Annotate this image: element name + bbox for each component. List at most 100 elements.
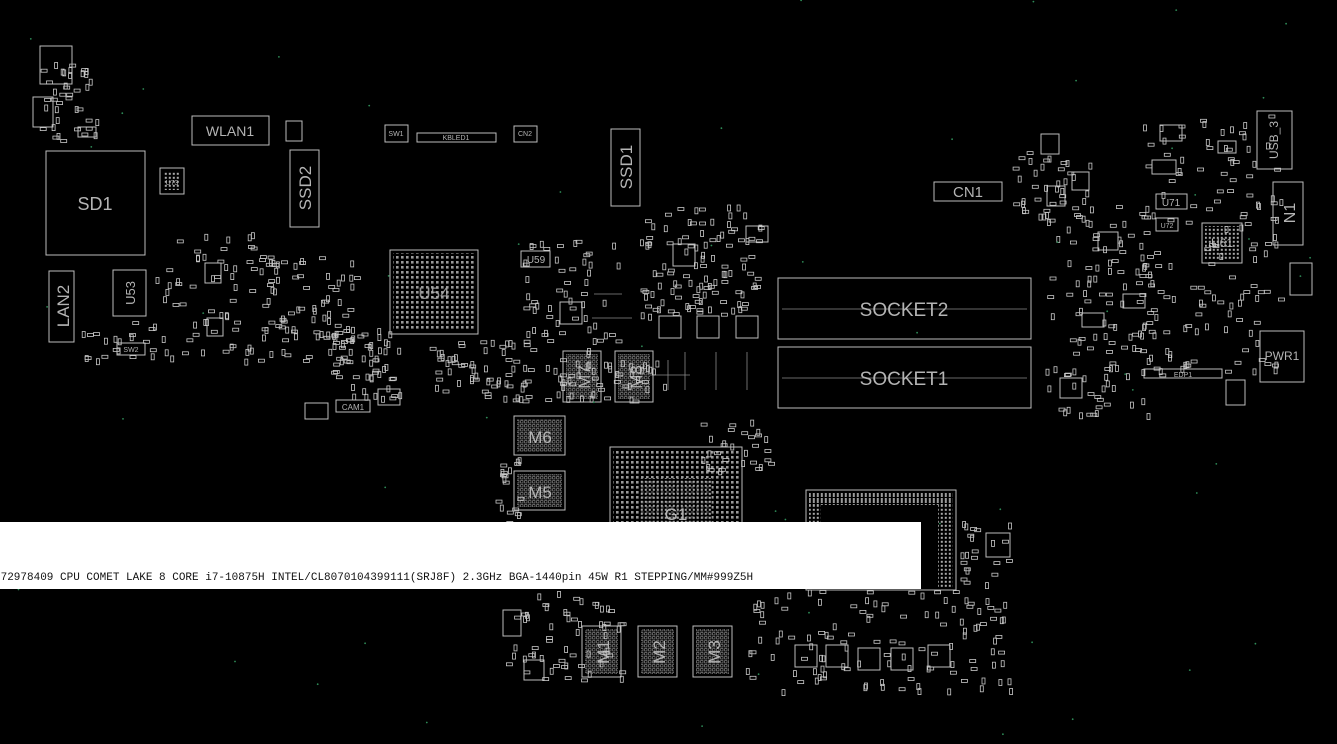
- small-part[interactable]: [1159, 124, 1183, 142]
- connector-part[interactable]: [285, 120, 303, 142]
- u71-part[interactable]: U71: [1155, 193, 1188, 210]
- passive-part: [1076, 215, 1083, 220]
- passive-part: [740, 306, 748, 311]
- kbled1-part[interactable]: KBLED1: [416, 132, 497, 143]
- m8-part[interactable]: M8: [614, 350, 654, 403]
- m3-part[interactable]: M3: [692, 625, 733, 678]
- u72-part[interactable]: U72: [1155, 217, 1179, 232]
- passive-part: [609, 333, 616, 337]
- passive-part: [1143, 262, 1148, 270]
- passive-part: [632, 399, 640, 404]
- small-part[interactable]: [377, 388, 401, 406]
- passive-part: [1108, 267, 1112, 275]
- m5-part[interactable]: M5: [513, 470, 566, 511]
- cam1-label: CAM1: [342, 403, 365, 412]
- passive-part: [926, 665, 931, 673]
- cn2-part[interactable]: CN2: [513, 125, 538, 143]
- passive-part: [1240, 293, 1245, 301]
- u59-part[interactable]: U59: [520, 250, 551, 268]
- passive-part: [1136, 299, 1144, 304]
- small-ic-part[interactable]: [696, 315, 720, 339]
- cn1-part[interactable]: CN1: [933, 181, 1003, 202]
- passive-part: [1093, 233, 1100, 238]
- passive-part: [1167, 218, 1175, 223]
- edp1-part[interactable]: EDP1: [1143, 368, 1223, 379]
- cam1-part[interactable]: CAM1: [335, 399, 371, 413]
- via-dot: [1309, 256, 1311, 259]
- passive-part: [1034, 197, 1042, 202]
- lan2-part[interactable]: LAN2: [48, 270, 75, 343]
- passive-part: [1099, 292, 1106, 297]
- u54-part[interactable]: U54: [389, 249, 479, 335]
- m6-part[interactable]: M6: [513, 415, 566, 456]
- sd1-part[interactable]: SD1: [45, 150, 146, 256]
- ssd2-part[interactable]: SSD2: [289, 149, 320, 228]
- u53-part[interactable]: U53: [112, 269, 147, 317]
- sw1-part[interactable]: SW1: [384, 124, 409, 143]
- m6-label: M6: [528, 428, 552, 447]
- corner-part[interactable]: [39, 45, 73, 85]
- passive-part: [1002, 539, 1009, 544]
- passive-part: [881, 605, 886, 613]
- passive-part: [208, 309, 215, 314]
- pwr1-part[interactable]: PWR1: [1259, 330, 1305, 383]
- passive-part: [525, 394, 533, 399]
- small-part[interactable]: [1151, 159, 1177, 175]
- small-part[interactable]: [1040, 133, 1060, 155]
- small-ic-part[interactable]: [206, 317, 224, 337]
- small-part[interactable]: [1217, 140, 1237, 154]
- passive-part: [348, 348, 353, 356]
- passive-part: [1244, 222, 1252, 227]
- small-part[interactable]: [304, 402, 329, 420]
- small-ic-part[interactable]: [32, 96, 54, 128]
- passive-part: [561, 665, 568, 669]
- g1-part[interactable]: G1: [609, 446, 743, 528]
- passive-part: [1177, 167, 1182, 175]
- m2-part[interactable]: M2: [637, 625, 678, 678]
- u61-part[interactable]: U61: [1201, 222, 1243, 264]
- passive-part: [950, 661, 955, 668]
- ssd1-part[interactable]: SSD1: [610, 128, 641, 207]
- wlan1-part[interactable]: WLAN1: [191, 115, 270, 146]
- small-part[interactable]: [1071, 171, 1090, 191]
- small-ic-part[interactable]: [1081, 312, 1105, 328]
- usb3-part[interactable]: USB_3: [1256, 110, 1293, 170]
- socket2-part[interactable]: SOCKET2: [777, 277, 1032, 340]
- passive-part: [1155, 264, 1163, 269]
- m1-part[interactable]: M1: [581, 625, 622, 678]
- small-part[interactable]: [1225, 379, 1246, 406]
- passive-part: [332, 287, 340, 292]
- small-ic-part[interactable]: [204, 262, 222, 284]
- passive-part: [381, 395, 385, 403]
- passive-part: [337, 299, 342, 307]
- passive-part: [549, 667, 554, 675]
- small-ic-part[interactable]: [745, 225, 769, 243]
- passive-part: [112, 347, 120, 352]
- small-ic-part[interactable]: [559, 301, 583, 325]
- small-ic-part[interactable]: [735, 315, 759, 339]
- n1-part[interactable]: N1: [1272, 181, 1304, 246]
- small-ic-part[interactable]: [672, 243, 696, 267]
- passive-part: [339, 358, 344, 366]
- passive-part: [298, 306, 306, 311]
- passive-part: [569, 306, 577, 311]
- via-dot: [29, 38, 32, 40]
- passive-part: [1018, 156, 1026, 161]
- passive-part: [1042, 213, 1047, 221]
- small-ic-part[interactable]: [1059, 377, 1083, 399]
- passive-part: [117, 338, 122, 346]
- small-ic-part[interactable]: [1097, 231, 1119, 251]
- passive-part: [586, 350, 591, 358]
- small-ic-part[interactable]: [985, 532, 1011, 558]
- small-ic-part[interactable]: [1289, 262, 1313, 296]
- small-ic-part[interactable]: [658, 315, 682, 339]
- passive-part: [44, 98, 51, 102]
- passive-part: [350, 283, 355, 291]
- passive-part: [554, 256, 559, 264]
- socket1-part[interactable]: SOCKET1: [777, 346, 1032, 409]
- passive-part: [1021, 198, 1026, 206]
- passive-part: [716, 235, 721, 243]
- passive-part: [194, 249, 202, 254]
- u73-part[interactable]: U73: [159, 167, 185, 195]
